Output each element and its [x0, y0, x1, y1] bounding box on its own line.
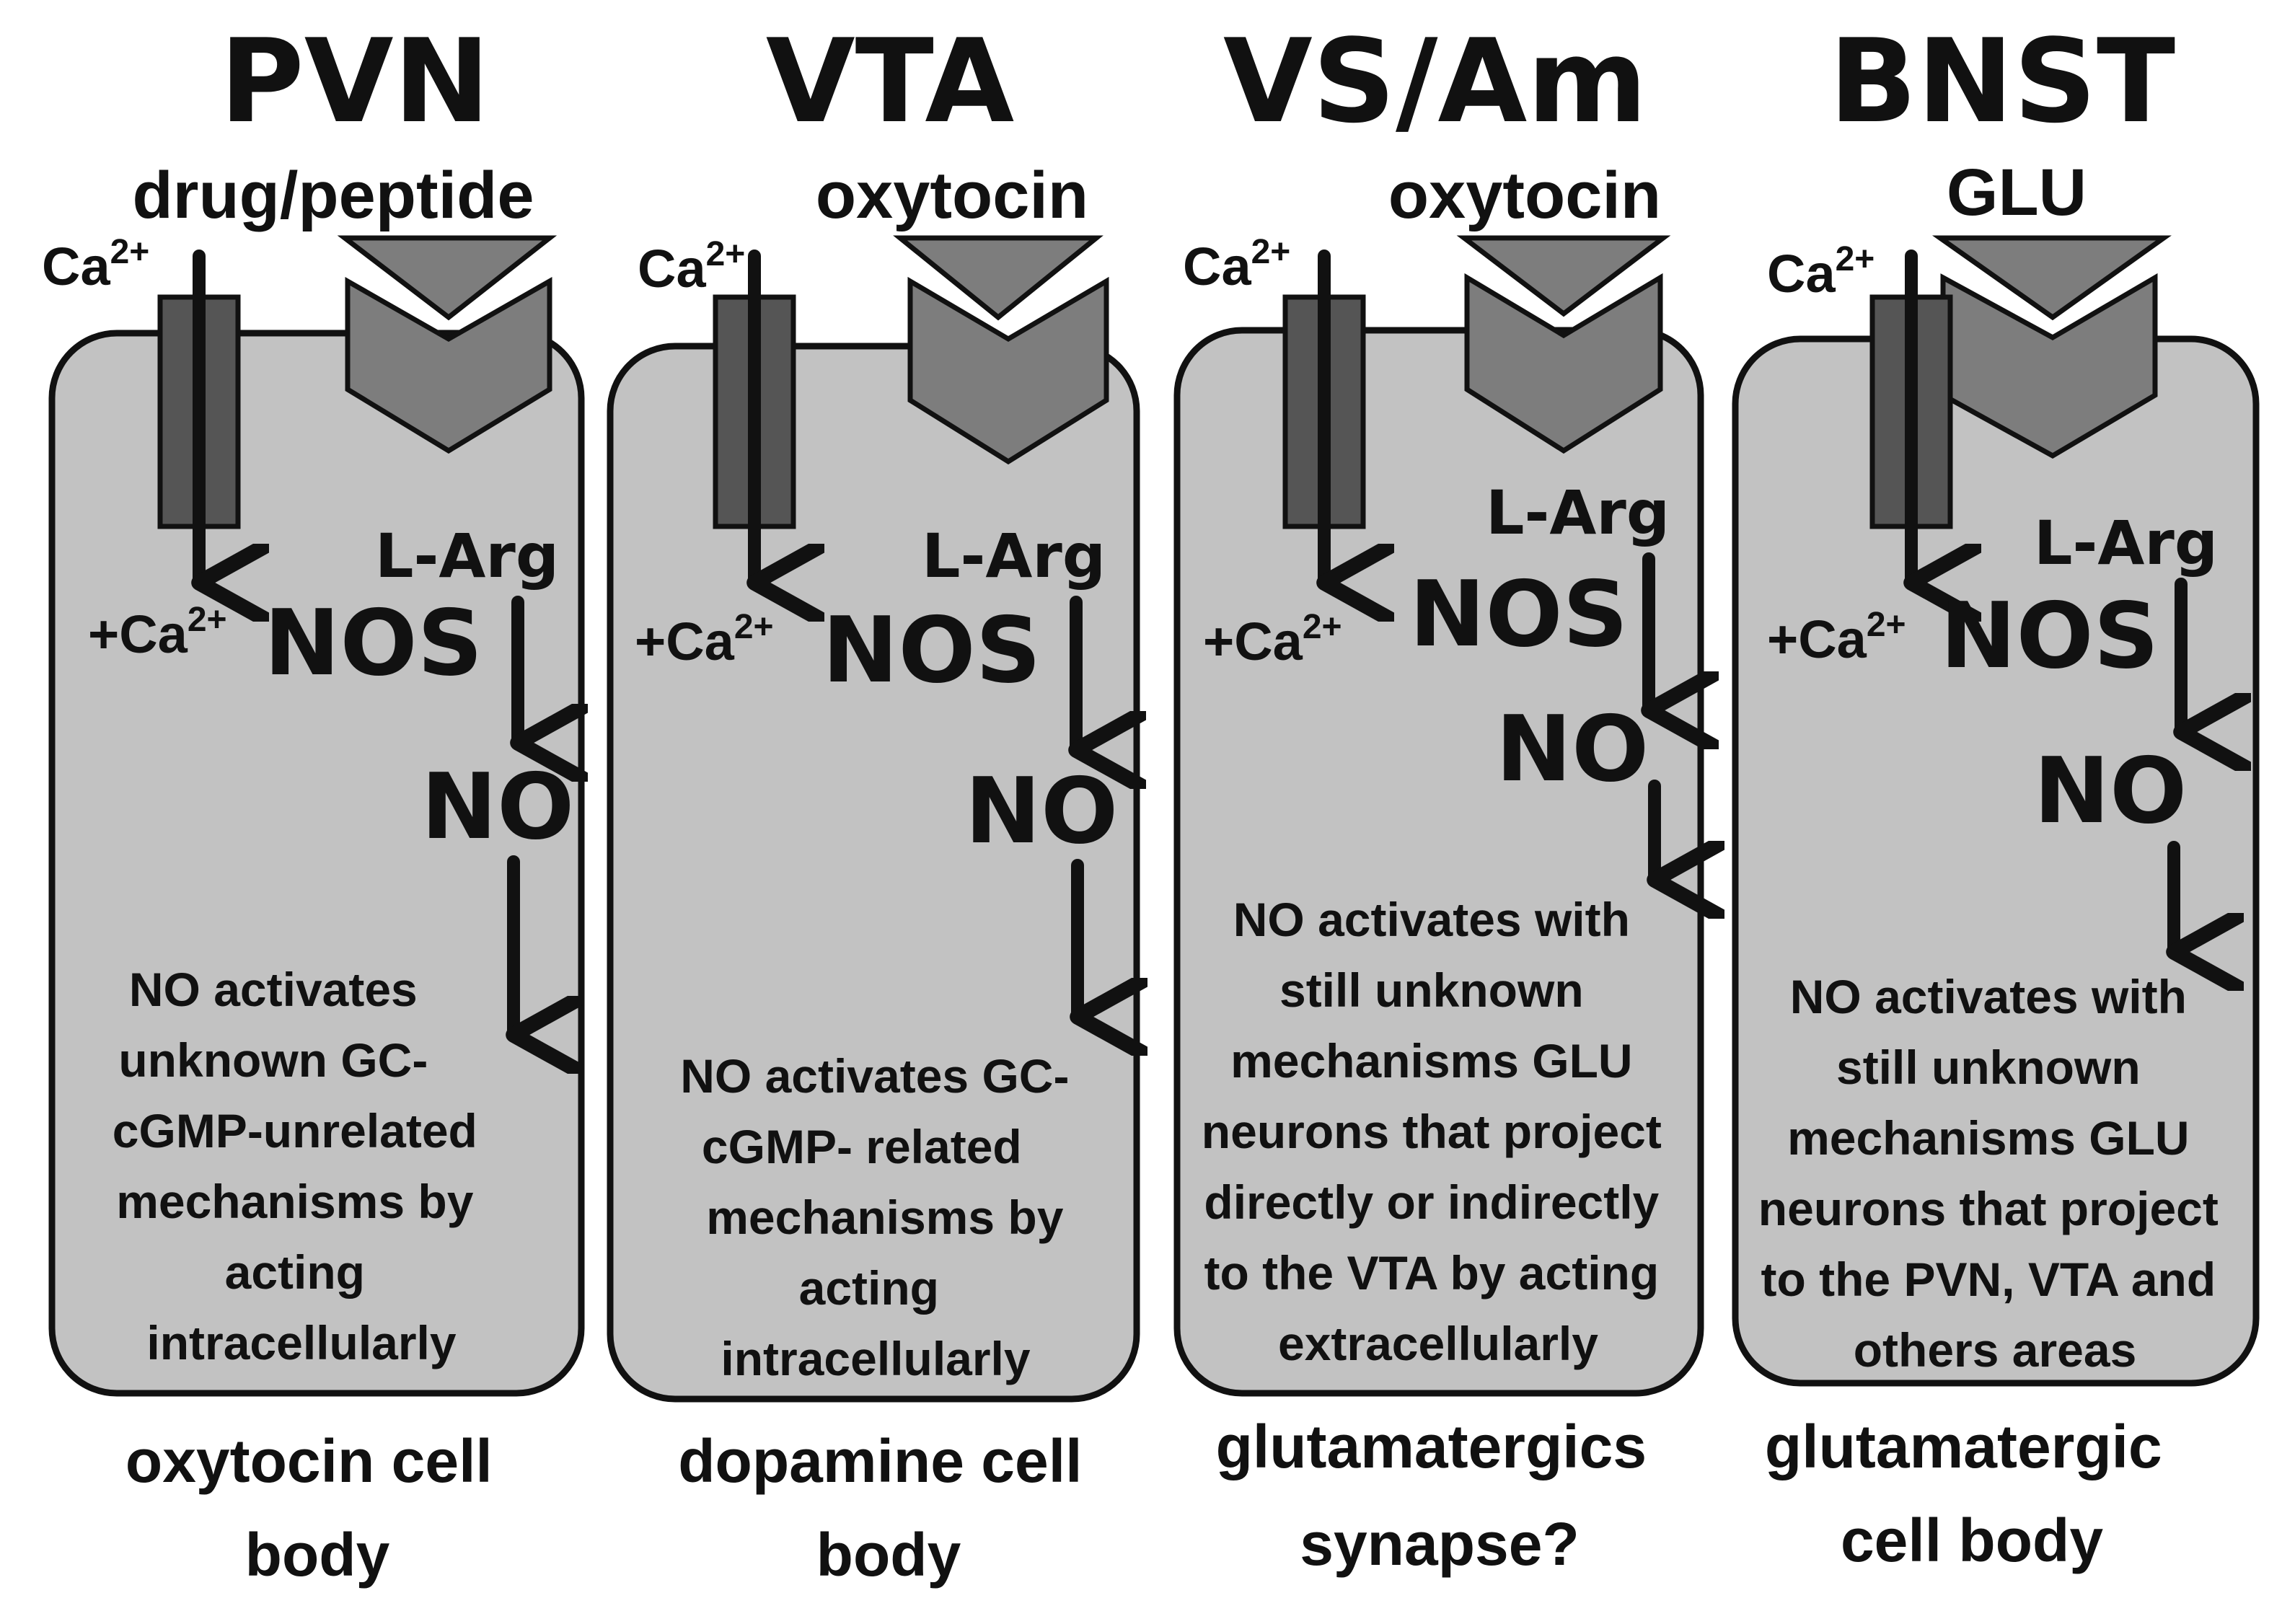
- product-label: NO: [2034, 738, 2188, 844]
- panel-bnst: BNST GLU Ca2+ +Ca2+ L-Arg NOS NO NO acti…: [1732, 14, 2260, 1574]
- substrate-label: L-Arg: [1486, 477, 1670, 548]
- panel-pvn: PVN drug/peptide Ca2+ +Ca2+ L-Arg NOS NO…: [42, 14, 581, 1589]
- receptor: [345, 276, 552, 454]
- enzyme-label: NOS: [1940, 583, 2159, 689]
- channel-ion-label: Ca2+: [1767, 240, 1874, 304]
- receptor: [1464, 273, 1663, 454]
- ligand-label: oxytocin: [816, 159, 1088, 232]
- substrate-label: L-Arg: [922, 521, 1106, 591]
- mechanism-text: NO activates GC- cGMP- related mechanism…: [680, 1049, 1083, 1385]
- influx-ion-label: +Ca2+: [1203, 608, 1342, 671]
- ligand-label: GLU: [1947, 156, 2087, 229]
- cell-body: [48, 330, 585, 1397]
- product-label: NO: [421, 754, 575, 860]
- influx-ion-label: +Ca2+: [1767, 606, 1906, 669]
- ligand-shape: [1456, 235, 1671, 317]
- panel-vs-am: VS/Am oxytocin Ca2+ +Ca2+ L-Arg NOS NO N…: [1173, 14, 1701, 1578]
- substrate-label: L-Arg: [2034, 508, 2218, 578]
- influx-ion-label: +Ca2+: [635, 608, 774, 671]
- enzyme-label: NOS: [822, 597, 1041, 703]
- enzyme-label: NOS: [1409, 561, 1628, 667]
- cell-type-label: oxytocin cell body: [125, 1427, 509, 1589]
- cell-type-label: glutamatergics synapse?: [1216, 1413, 1664, 1578]
- panel-vta: VTA oxytocin Ca2+ +Ca2+ L-Arg NOS NO NO …: [607, 14, 1140, 1589]
- ligand-label: oxytocin: [1388, 159, 1661, 232]
- region-title: PVN: [220, 14, 490, 149]
- ligand-shape: [893, 235, 1103, 321]
- region-title: VS/Am: [1223, 14, 1647, 149]
- cell-type-label: dopamine cell body: [678, 1427, 1099, 1589]
- channel-ion-label: Ca2+: [42, 233, 149, 296]
- region-title: VTA: [766, 14, 1015, 149]
- substrate-label: L-Arg: [375, 521, 559, 591]
- product-label: NO: [965, 758, 1119, 864]
- ligand-label: drug/peptide: [132, 159, 534, 232]
- mechanism-text: NO activates with still unknown mechanis…: [1202, 893, 1675, 1370]
- region-title: BNST: [1829, 14, 2175, 149]
- cell-body: [607, 343, 1140, 1403]
- cell-type-label: glutamatergic cell body: [1765, 1413, 2179, 1574]
- channel-ion-label: Ca2+: [638, 235, 745, 299]
- product-label: NO: [1496, 696, 1649, 802]
- receptor: [907, 276, 1109, 465]
- enzyme-label: NOS: [264, 590, 483, 696]
- mechanism-text: NO activates unknown GC- cGMP-unrelated …: [113, 963, 490, 1369]
- influx-ion-label: +Ca2+: [88, 601, 227, 664]
- ligand-shape: [1931, 235, 2172, 321]
- ligand-shape: [337, 235, 558, 321]
- channel-ion-label: Ca2+: [1183, 233, 1290, 296]
- mechanism-text: NO activates with still unknown mechanis…: [1758, 970, 2232, 1377]
